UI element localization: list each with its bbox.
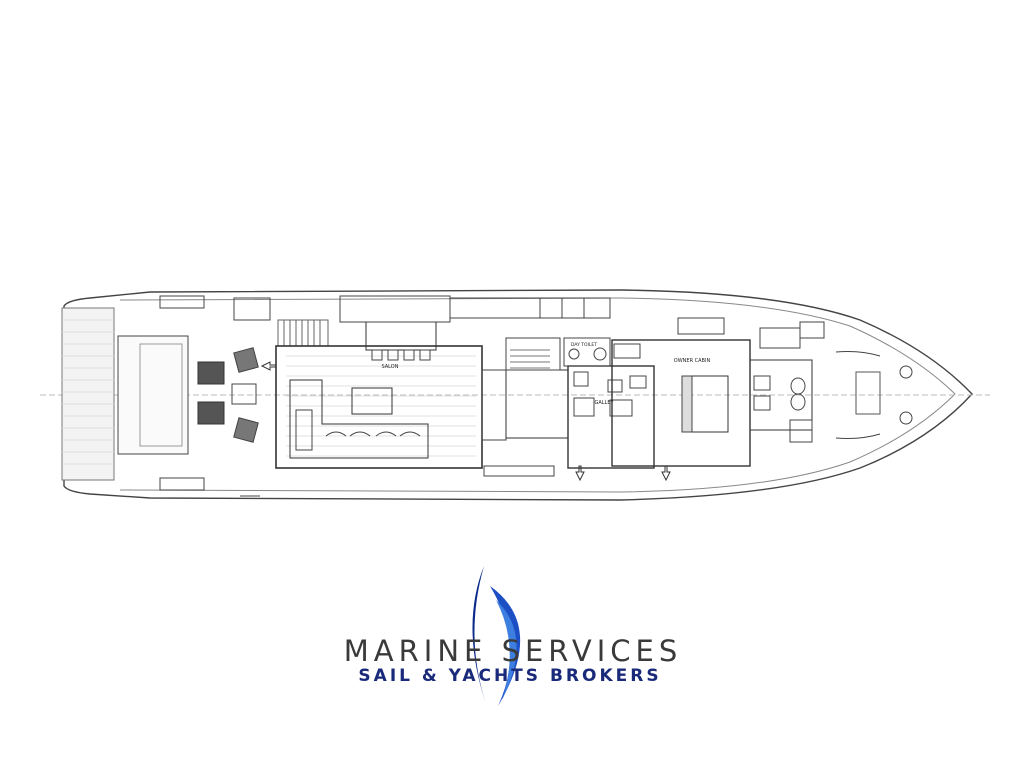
sail-icon: [472, 566, 521, 706]
galley-outline: [567, 365, 655, 469]
owner-bath: [749, 359, 813, 431]
swim-platform: [61, 307, 115, 481]
cockpit-seating: [197, 347, 259, 443]
salon-sofa: [289, 379, 429, 459]
fore-hatch: [855, 371, 881, 415]
dining-table: [365, 321, 437, 361]
aft-sunpad: [117, 335, 189, 455]
marine-services-logo: MARINE SERVICES SAIL & YACHTS BROKERS: [0, 560, 1024, 768]
room-label-salon: SALON: [382, 364, 399, 370]
room-label-day-toilet: DAY TOILET: [571, 342, 597, 348]
hull-outline: [63, 289, 973, 501]
day-toilet-outline: [563, 337, 611, 367]
brand-name: MARINE SERVICES: [343, 634, 683, 668]
stairs: [277, 319, 329, 347]
room-label-owner-cabin: OWNER CABIN: [674, 358, 711, 364]
room-label-galley: GALLEY: [594, 400, 614, 406]
brand-tagline: SAIL & YACHTS BROKERS: [358, 666, 662, 686]
